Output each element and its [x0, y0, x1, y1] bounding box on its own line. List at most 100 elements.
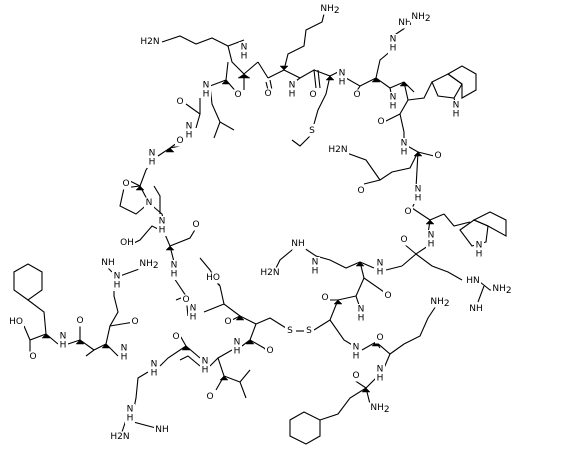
atom-label-bg	[397, 17, 413, 29]
atom-label-oh-cterm: HO	[9, 317, 23, 327]
atom-label-nh-arg2-sc: HN	[466, 276, 480, 286]
atom-label-nh2-phe: NH2	[370, 403, 389, 415]
atom-label-o-arg5: O	[131, 317, 138, 327]
atom-label-bg	[388, 92, 398, 112]
atom-label-bg	[171, 331, 181, 343]
atom-label-nh-arg1-b: NH	[398, 18, 412, 28]
atom-label-bg	[383, 290, 393, 302]
atom-label-bg	[109, 431, 131, 443]
atom-label-bg	[308, 89, 318, 101]
atom-label-o-trp1: O	[377, 117, 384, 127]
atom-label-bg	[157, 216, 167, 236]
atom-label-o-arg1: O	[353, 90, 360, 100]
atom-label-bg	[369, 402, 391, 414]
atom-label-o-ala1: O	[176, 136, 183, 146]
atom-label-bg	[130, 316, 140, 328]
atom-label-bg	[28, 351, 38, 363]
atom-label-bg	[200, 356, 210, 376]
atom-label-ho-thr: HO	[206, 273, 220, 283]
atom-label-o-arg2: O	[400, 235, 407, 245]
atom-label-bg	[58, 331, 68, 351]
atom-label-bg	[285, 325, 295, 337]
atom-label-bg	[154, 424, 170, 436]
bonds	[13, 13, 507, 445]
atom-label-bg	[320, 292, 330, 304]
atom-label-bg	[375, 332, 385, 344]
atom-label-bg	[188, 303, 198, 323]
atom-label-bg	[375, 364, 385, 384]
atom-label-s-cys1a: S	[287, 326, 293, 336]
atom-label-o-ala2: O	[76, 316, 83, 326]
atom-label-bg	[8, 316, 24, 328]
atom-label-bg	[468, 303, 484, 315]
atom-label-nh2-lys1: H2N	[140, 37, 159, 47]
atom-label-bg	[169, 260, 179, 280]
atom-label-bg	[388, 34, 398, 54]
atom-label-o-lys3: O	[376, 333, 383, 343]
atom-label-bg	[290, 238, 306, 250]
atom-label-bg	[121, 178, 131, 190]
atom-label-bg	[201, 80, 211, 100]
atom-label-bg	[399, 234, 409, 246]
atom-label-h2n-arg3: H2N	[260, 268, 279, 278]
atom-label-nh2-lys2: NH2	[320, 4, 339, 16]
atom-label-bg	[139, 36, 161, 48]
atom-label-bg	[375, 258, 385, 278]
atom-label-bg	[310, 257, 320, 277]
atom-label-bg	[223, 316, 233, 328]
atom-label-bg	[112, 271, 122, 291]
atom-label-bg	[119, 343, 129, 363]
atom-label-bg	[356, 304, 366, 324]
atom-label-bg	[307, 125, 317, 137]
atom-label-bg	[352, 89, 362, 101]
atom-label-bg	[259, 267, 281, 279]
atom-label-o-trp2: O	[404, 207, 411, 217]
atom-label-bg	[433, 150, 443, 162]
atom-label-bg	[287, 80, 297, 100]
atom-label-o-ser: O	[192, 220, 199, 230]
atom-label-bg	[351, 342, 361, 362]
atom-label-o-pro: O	[122, 179, 129, 189]
atom-label-o-cterm: O	[29, 352, 36, 362]
atom-label-bg	[491, 283, 513, 295]
atom-label-o-gln-sc: O	[357, 186, 364, 196]
atom-label-nh-arg5-sc: NH	[101, 258, 115, 268]
atom-label-o-gly: O	[176, 97, 183, 107]
atom-label-bg	[119, 237, 135, 249]
atom-label-o-lys1: O	[234, 90, 241, 100]
atom-label-bg	[239, 42, 249, 62]
atom-label-o-gln: O	[434, 151, 441, 161]
atom-label-bg	[403, 206, 413, 218]
atom-label-nh2-arg2: NH2	[492, 284, 511, 296]
atom-label-bg	[356, 185, 366, 197]
atom-label-h2n-arg4: H2N	[110, 432, 129, 442]
atom-label-bg	[175, 96, 185, 108]
atom-label-bg	[413, 184, 423, 204]
atom-label-s-cys1b: S	[306, 326, 312, 336]
atom-label-bg	[184, 121, 194, 141]
atom-label-bg	[474, 240, 484, 260]
atom-label-o-arg3: O	[384, 291, 391, 301]
atom-label-bg	[125, 404, 135, 424]
atom-label-o-cys2: O	[266, 346, 273, 356]
atom-label-bg	[147, 148, 157, 168]
atom-label-nh-arg3-sc: NH	[291, 239, 305, 249]
atom-label-bg	[144, 197, 154, 209]
